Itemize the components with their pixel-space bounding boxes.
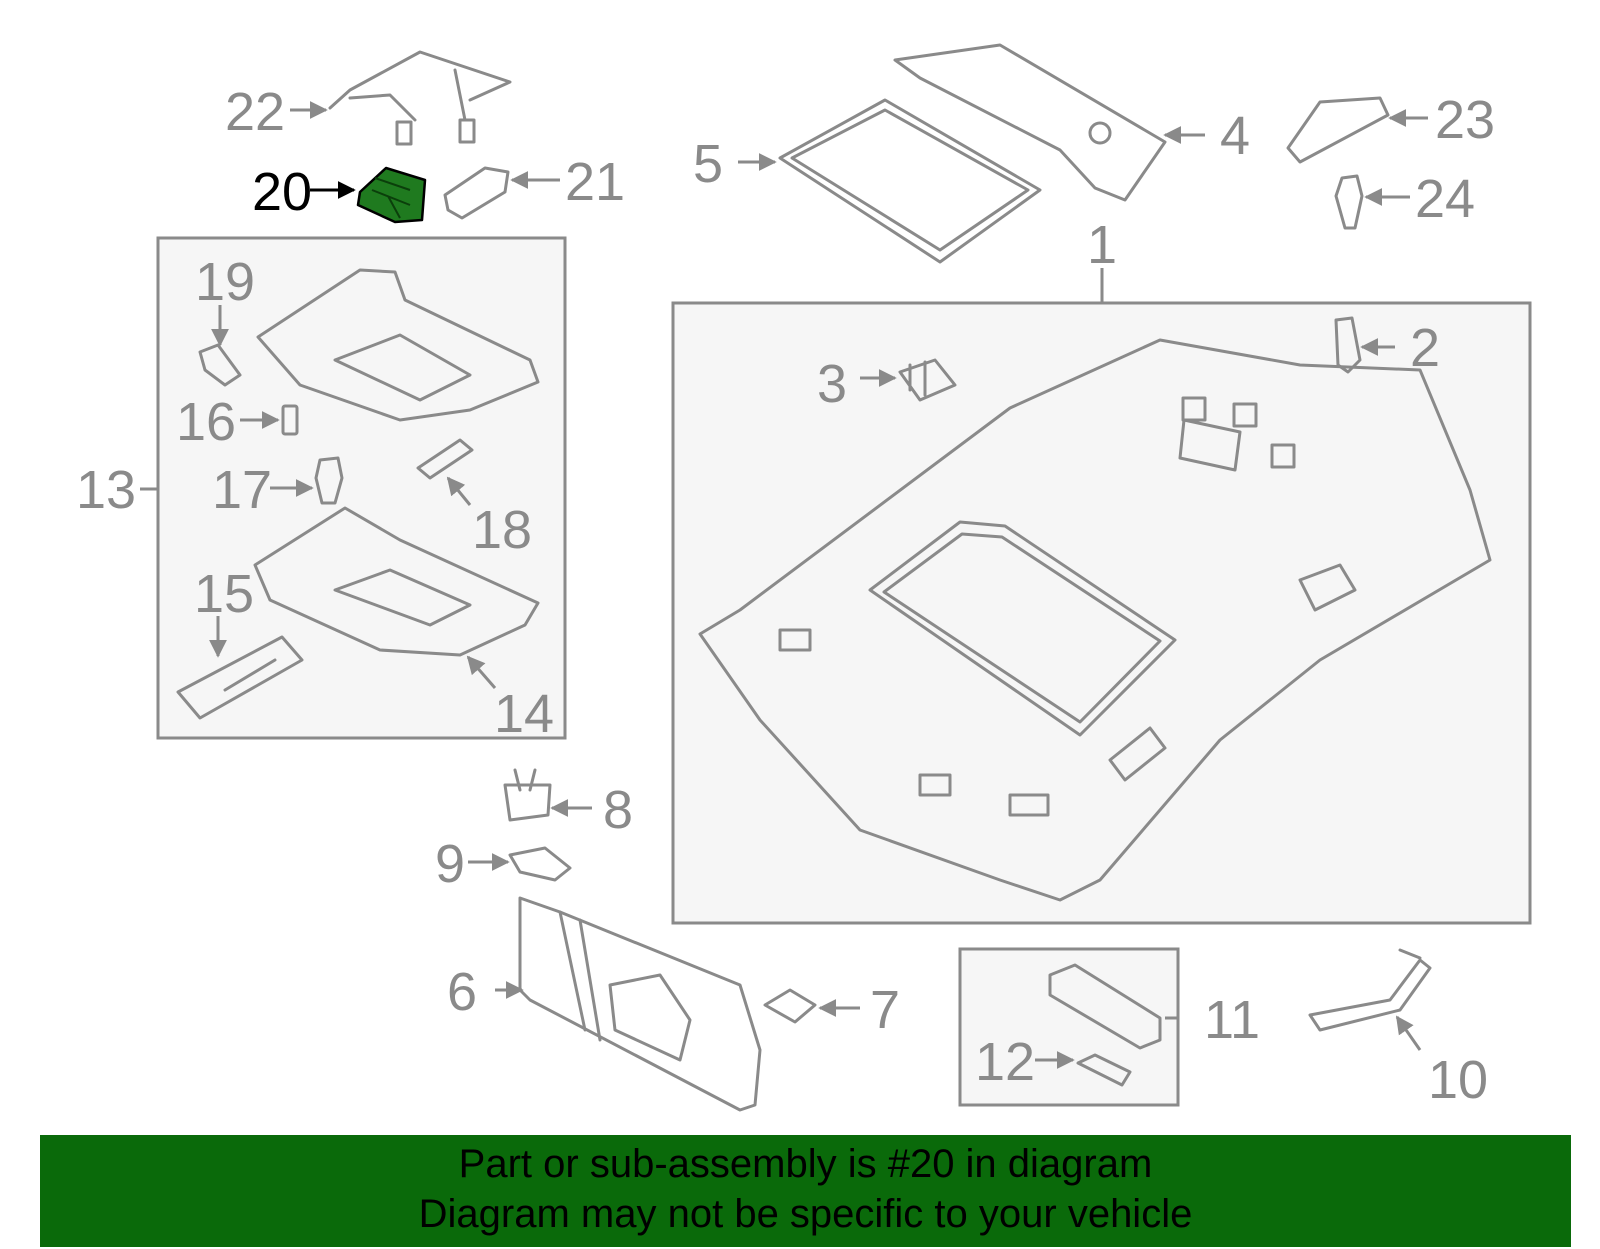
callout-12: 12 bbox=[975, 1032, 1035, 1092]
clip-part-7[interactable] bbox=[763, 988, 817, 1024]
callout-13: 13 bbox=[76, 460, 136, 520]
switch-part-16[interactable] bbox=[281, 404, 299, 436]
grab-handle-part-10[interactable] bbox=[1308, 948, 1432, 1032]
lens-part-15[interactable] bbox=[176, 635, 304, 720]
sunshade-part-4[interactable] bbox=[893, 43, 1167, 202]
callout-17: 17 bbox=[212, 460, 272, 520]
callout-14: 14 bbox=[494, 684, 554, 744]
banner-line-disclaimer: Diagram may not be specific to your vehi… bbox=[418, 1192, 1193, 1236]
callout-24: 24 bbox=[1415, 169, 1475, 229]
leader-lines bbox=[140, 101, 1428, 1069]
harness-part-22[interactable] bbox=[328, 50, 512, 122]
callout-5: 5 bbox=[693, 134, 723, 194]
callout-1: 1 bbox=[1087, 215, 1117, 275]
callout-19: 19 bbox=[195, 252, 255, 312]
info-banner: Part or sub-assembly is #20 in diagram D… bbox=[40, 1135, 1571, 1247]
clip-part-2[interactable] bbox=[1334, 316, 1362, 374]
callout-6: 6 bbox=[447, 962, 477, 1022]
group-box-1 bbox=[671, 301, 1532, 925]
callout-7: 7 bbox=[870, 980, 900, 1040]
callout-9: 9 bbox=[435, 834, 465, 894]
callout-22: 22 bbox=[225, 82, 285, 142]
callout-21: 21 bbox=[565, 152, 625, 212]
seal-part-5[interactable] bbox=[778, 98, 1042, 264]
headliner-part-1[interactable] bbox=[698, 338, 1492, 902]
console-part-14[interactable] bbox=[253, 506, 540, 657]
callout-15: 15 bbox=[194, 564, 254, 624]
plug-part-17[interactable] bbox=[314, 456, 344, 505]
callout-8: 8 bbox=[603, 780, 633, 840]
bracket-part-3[interactable] bbox=[898, 358, 957, 402]
handle-part-23[interactable] bbox=[1286, 96, 1390, 164]
callout-4: 4 bbox=[1220, 106, 1250, 166]
callout-2: 2 bbox=[1410, 318, 1440, 378]
callout-18: 18 bbox=[472, 500, 532, 560]
callout-16: 16 bbox=[176, 392, 236, 452]
sunvisor-part-6[interactable] bbox=[518, 896, 762, 1112]
callout-3: 3 bbox=[817, 354, 847, 414]
lamp-part-11[interactable] bbox=[1048, 963, 1162, 1050]
callout-10: 10 bbox=[1428, 1050, 1488, 1110]
group-box-11 bbox=[958, 947, 1180, 1107]
callout-20: 20 bbox=[252, 162, 312, 222]
highlighted-part-20[interactable] bbox=[356, 166, 427, 224]
plug-part-24[interactable] bbox=[1334, 174, 1364, 230]
bulb-part-18[interactable] bbox=[416, 438, 474, 480]
banner-line-part-number: Part or sub-assembly is #20 in diagram bbox=[458, 1142, 1153, 1186]
holder-part-8[interactable] bbox=[503, 768, 552, 822]
bulb-part-12[interactable] bbox=[1076, 1053, 1132, 1087]
callout-23: 23 bbox=[1435, 90, 1495, 150]
console-upper[interactable] bbox=[256, 268, 540, 422]
callout-11: 11 bbox=[1204, 990, 1260, 1050]
cover-part-9[interactable] bbox=[508, 846, 572, 882]
lens-part-21[interactable] bbox=[443, 166, 510, 220]
